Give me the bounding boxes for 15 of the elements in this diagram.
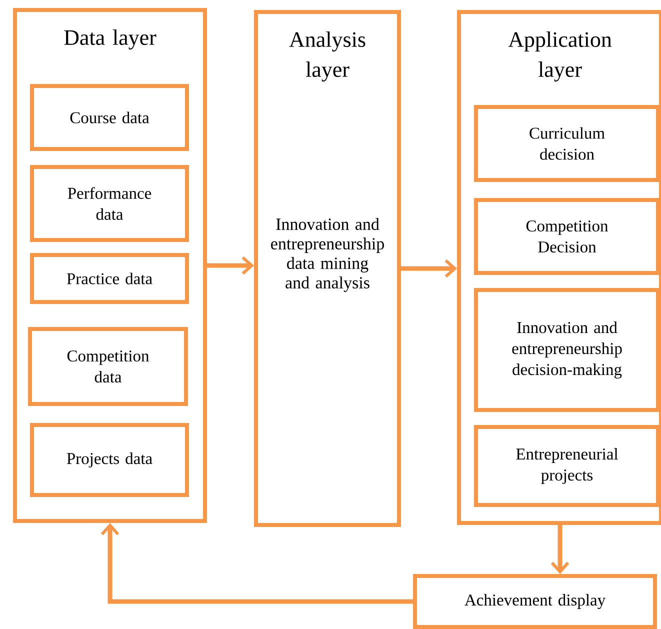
process-box: Projects data [30,423,189,497]
process-box: Practice data [30,253,189,304]
arrow [401,259,457,278]
process-box: Course data [30,84,189,151]
process-box: Achievement display [413,574,657,629]
layer-box: Analysis layer Innovation and entrepreneurship data mining and analysis [254,10,401,527]
arrow [550,525,570,574]
process-box: Competition data [28,327,188,406]
arrow [207,256,254,275]
arrow [100,523,413,604]
process-box: Innovation and entrepreneurship decision-making [474,288,660,412]
process-box: Curriculum decision [474,105,660,182]
process-box: Entrepreneurial projects [474,425,660,507]
process-box: Performance data [30,165,189,242]
process-box: Competition Decision [474,198,660,275]
